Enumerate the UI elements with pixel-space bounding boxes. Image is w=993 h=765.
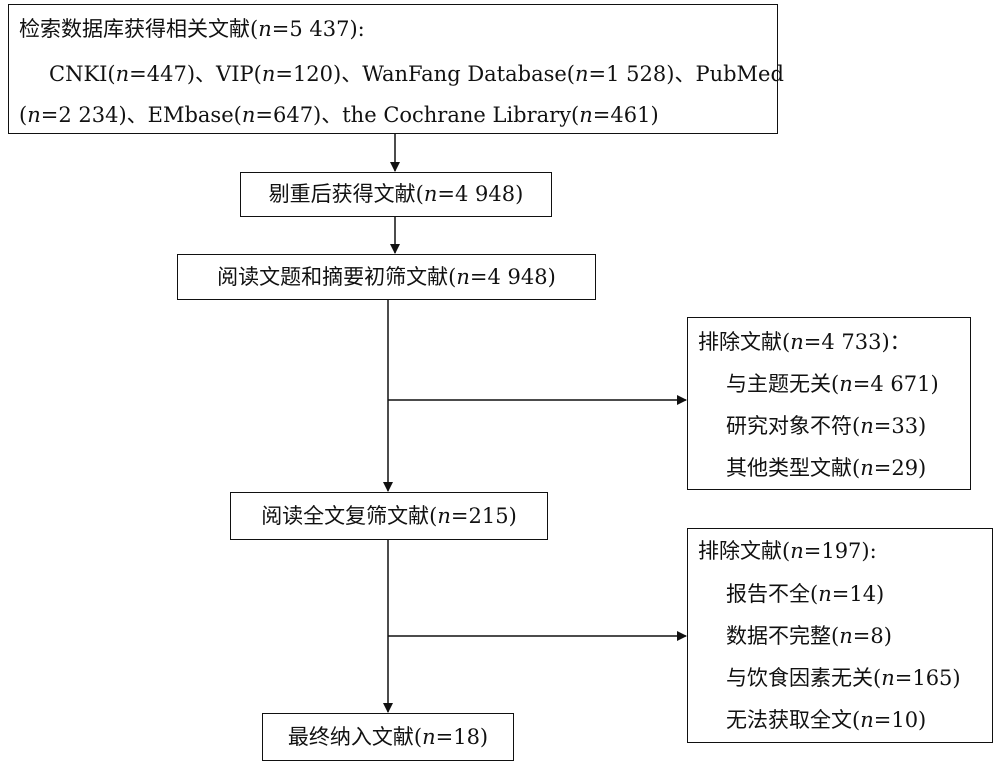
exclude1-item: 研究对象不符(n=33) (726, 414, 927, 438)
title-abstract-screen-box: 阅读文题和摘要初筛文献(n=4 948) (177, 254, 596, 300)
fulltext-screen-box: 阅读全文复筛文献(n=215) (230, 492, 548, 540)
exclude2-item: 报告不全(n=14) (726, 582, 885, 606)
final-included-box: 最终纳入文献(n=18) (262, 713, 514, 761)
exclude2-box: 排除文献(n=197): 报告不全(n=14) 数据不完整(n=8) 与饮食因素… (687, 528, 993, 743)
search-databases-line2: (n=2 234)、EMbase(n=647)、the Cochrane Lib… (19, 103, 659, 127)
title-abstract-screen-label: 阅读文题和摘要初筛文献(n=4 948) (217, 264, 556, 289)
search-box: 检索数据库获得相关文献(n=5 437): CNKI(n=447)、VIP(n=… (8, 4, 784, 134)
search-title: 检索数据库获得相关文献(n=5 437): (19, 17, 365, 41)
final-included-label: 最终纳入文献(n=18) (287, 724, 489, 749)
dedup-box: 剔重后获得文献(n=4 948) (240, 172, 552, 217)
exclude1-box: 排除文献(n=4 733)： 与主题无关(n=4 671) 研究对象不符(n=3… (687, 317, 971, 490)
exclude2-item: 数据不完整(n=8) (726, 624, 892, 648)
exclude1-title: 排除文献(n=4 733)： (698, 330, 911, 354)
exclude2-item: 无法获取全文(n=10) (726, 708, 927, 732)
dedup-label: 剔重后获得文献(n=4 948) (268, 182, 524, 206)
exclude1-item: 其他类型文献(n=29) (726, 456, 927, 480)
fulltext-screen-label: 阅读全文复筛文献(n=215) (261, 503, 517, 528)
exclude1-item: 与主题无关(n=4 671) (726, 372, 939, 396)
search-databases-line1: CNKI(n=447)、VIP(n=120)、WanFang Database(… (49, 62, 784, 86)
exclude2-item: 与饮食因素无关(n=165) (726, 666, 961, 690)
exclude2-title: 排除文献(n=197): (698, 539, 877, 563)
